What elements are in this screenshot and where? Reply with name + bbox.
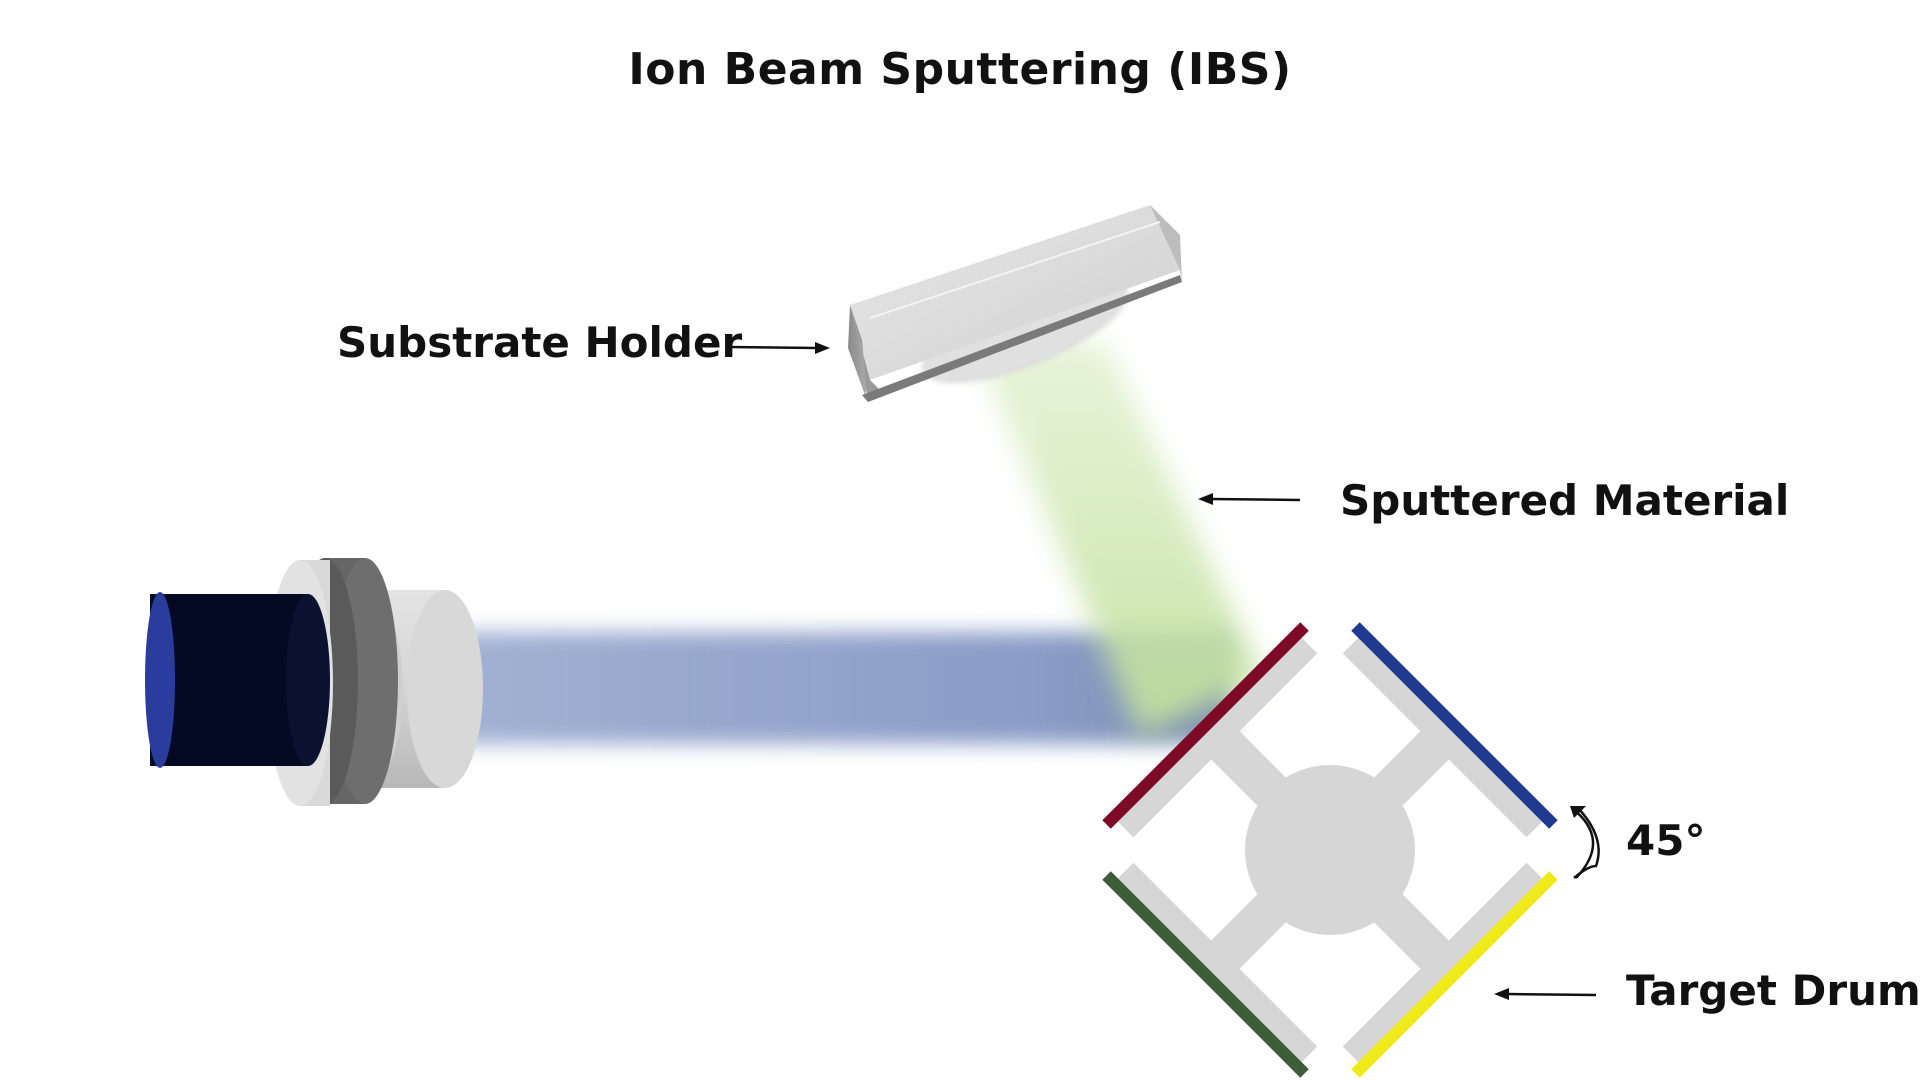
target-green <box>1102 871 1309 1078</box>
arrow-target-drum <box>1494 988 1597 1000</box>
ion-beam <box>440 632 1230 744</box>
label-substrate-holder: Substrate Holder <box>337 318 743 367</box>
substrate-holder <box>848 205 1182 402</box>
rotation-arrow-icon <box>1570 806 1600 879</box>
arrow-substrate-holder <box>727 342 830 354</box>
label-sputtered-material: Sputtered Material <box>1340 476 1790 525</box>
ion-source <box>145 558 483 806</box>
target-yellow <box>1351 871 1558 1078</box>
arrow-sputtered-material <box>1198 493 1301 505</box>
diagram-title: Ion Beam Sputtering (IBS) <box>628 44 1292 95</box>
target-red <box>1102 622 1309 829</box>
target-blue <box>1351 622 1558 829</box>
label-target-drum: Target Drum <box>1626 966 1920 1015</box>
target-drum <box>1102 622 1558 1078</box>
label-rotation-angle: 45° <box>1626 816 1706 865</box>
sputtered-material-plume <box>975 340 1265 735</box>
